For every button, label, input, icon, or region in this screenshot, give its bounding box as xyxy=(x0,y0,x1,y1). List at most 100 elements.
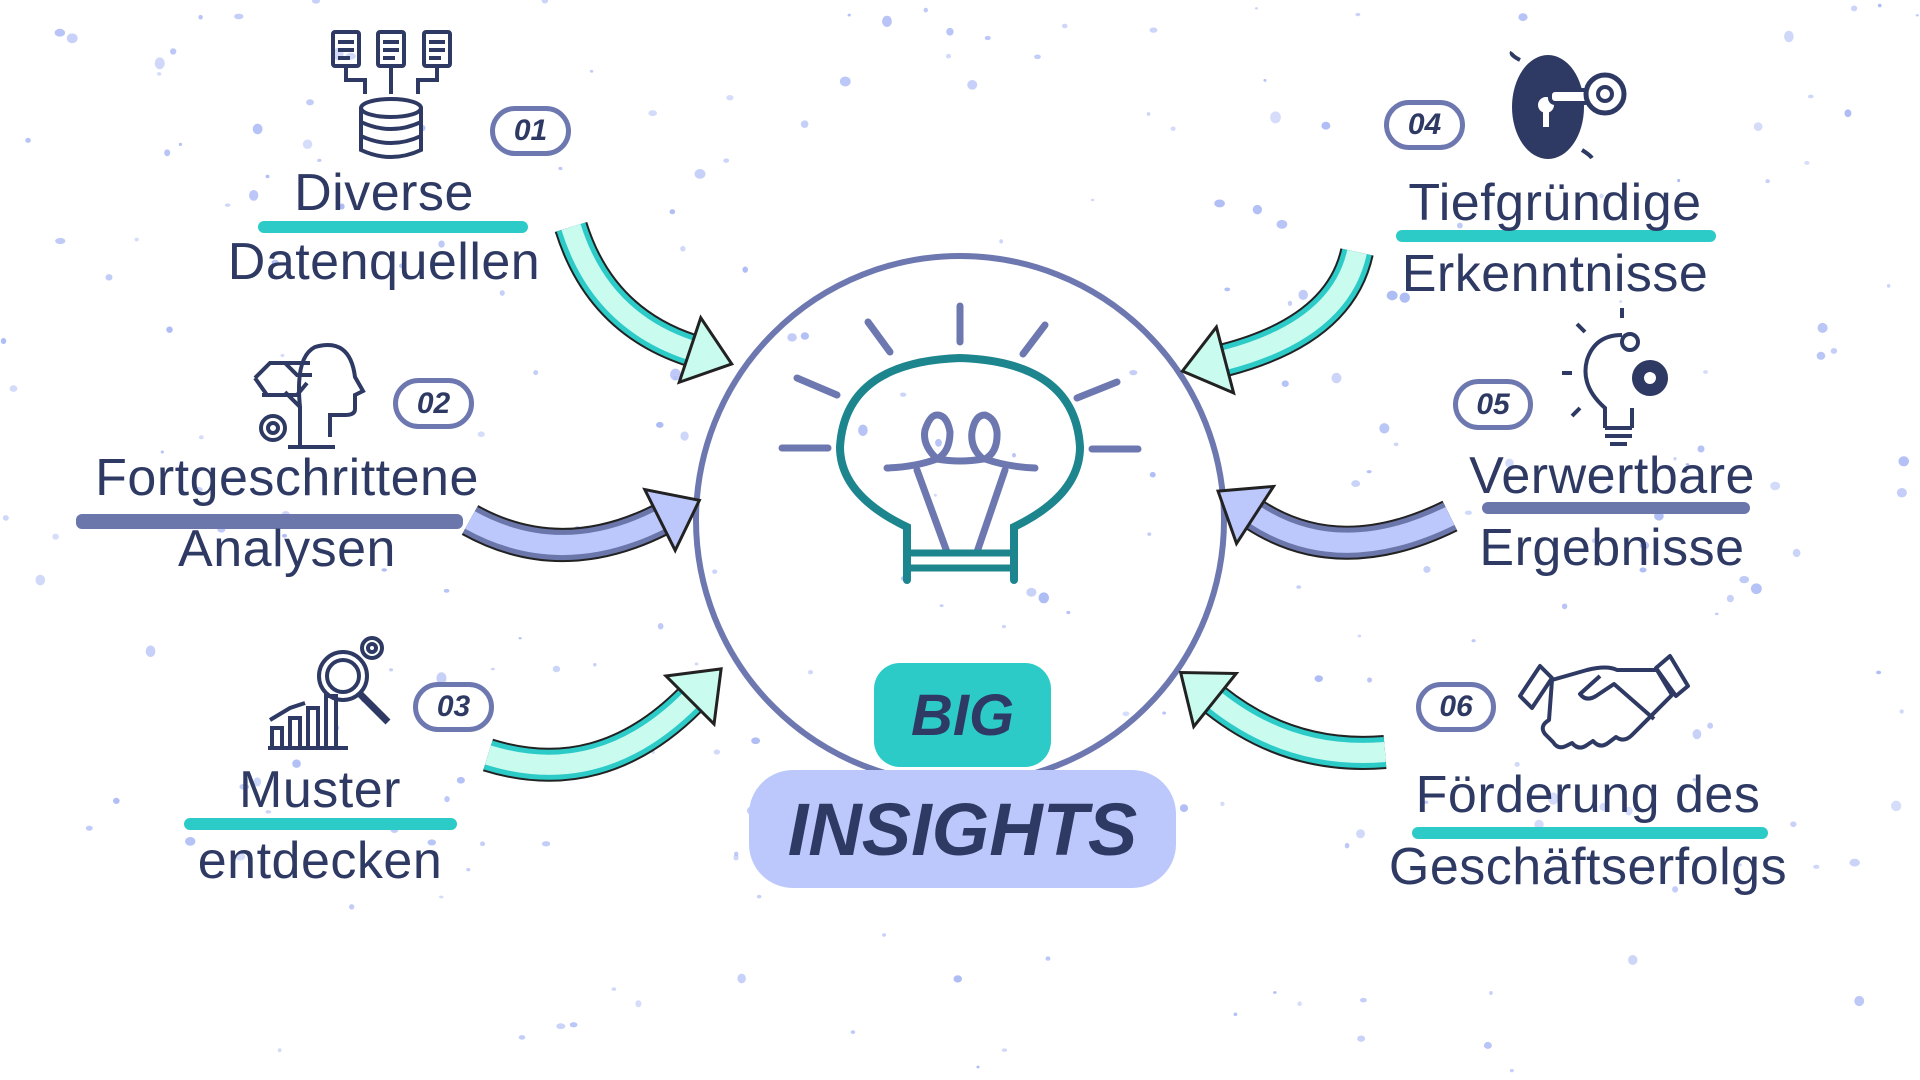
speckle-dot xyxy=(1356,829,1365,839)
speckle-dot xyxy=(398,263,406,269)
speckle-dot xyxy=(436,672,447,685)
speckle-dot xyxy=(35,574,46,586)
speckle-dot xyxy=(1518,13,1528,22)
speckle-dot xyxy=(1876,670,1882,675)
speckle-dot xyxy=(1357,1035,1366,1042)
speckle-dot xyxy=(349,904,355,910)
speckle-dot xyxy=(1351,480,1361,488)
speckle-dot xyxy=(1896,488,1907,498)
speckle-dot xyxy=(1321,121,1331,130)
item-01-subtitle: Datenquellen xyxy=(227,233,541,291)
item-06-title: Förderung des xyxy=(1415,766,1761,824)
speckle-dot xyxy=(317,158,322,163)
speckle-dot xyxy=(1001,624,1006,629)
speckle-dot xyxy=(1692,778,1696,781)
speckle-dot xyxy=(787,333,797,342)
speckle-dot xyxy=(66,33,78,44)
speckle-dot xyxy=(1526,792,1530,797)
item-02-title: Fortgeschrittene xyxy=(95,449,479,507)
speckle-dot xyxy=(1489,991,1493,995)
speckle-dot xyxy=(1753,122,1763,131)
speckle-dot xyxy=(800,120,809,128)
speckle-dot xyxy=(1830,348,1838,354)
speckle-dot xyxy=(1697,445,1705,453)
speckle-dot xyxy=(1297,1001,1302,1007)
speckle-dot xyxy=(1366,470,1372,474)
speckle-dot xyxy=(1599,802,1608,812)
speckle-dot xyxy=(1147,532,1152,536)
speckle-dot xyxy=(1726,594,1734,603)
speckle-dot xyxy=(1673,457,1677,461)
arrow-head xyxy=(1180,323,1236,396)
highlight-underline xyxy=(1482,502,1750,514)
speckle-dot xyxy=(145,645,156,657)
speckle-dot xyxy=(1122,711,1130,717)
speckle-dot xyxy=(839,76,851,87)
speckle-dot xyxy=(312,0,320,4)
speckle-dot xyxy=(680,431,689,441)
speckle-dot xyxy=(444,796,450,803)
big-text: BIG xyxy=(910,682,1015,748)
speckle-dot xyxy=(1770,481,1781,491)
speckle-dot xyxy=(1162,711,1167,715)
speckle-dot xyxy=(1034,54,1041,60)
speckle-dot xyxy=(1483,1041,1492,1049)
speckle-dot xyxy=(1899,709,1904,714)
speckle-dot xyxy=(154,57,165,70)
speckle-dot xyxy=(1298,289,1308,301)
speckle-dot xyxy=(1844,109,1852,118)
speckle-dot xyxy=(552,665,561,673)
speckle-dot xyxy=(1146,112,1151,116)
speckle-dot xyxy=(178,142,182,147)
speckle-dot xyxy=(85,825,93,831)
speckle-dot xyxy=(1287,300,1293,306)
item-05-subtitle: Ergebnisse xyxy=(1479,519,1745,577)
speckle-dot xyxy=(1816,351,1826,360)
speckle-dot xyxy=(1850,5,1858,12)
speckle-dot xyxy=(198,14,203,20)
speckle-dot xyxy=(976,1065,980,1069)
item-04-title: Tiefgründige xyxy=(1408,174,1702,232)
speckle-dot xyxy=(193,486,203,493)
speckle-dot xyxy=(1314,675,1323,683)
speckle-dot xyxy=(1399,292,1410,303)
speckle-dot xyxy=(1090,198,1095,202)
speckle-dot xyxy=(235,852,246,861)
speckle-dot xyxy=(1591,538,1596,543)
speckle-dot xyxy=(945,53,952,59)
speckle-dot xyxy=(443,588,450,593)
speckle-dot xyxy=(1714,612,1719,616)
speckle-dot xyxy=(1129,370,1138,376)
step-badge-05: 05 xyxy=(1453,379,1533,430)
speckle-dot xyxy=(712,569,718,574)
speckle-dot xyxy=(224,203,231,207)
speckle-dot xyxy=(669,209,676,215)
speckle-dot xyxy=(1672,886,1679,893)
item-03-subtitle: entdecken xyxy=(197,832,443,890)
speckle-dot xyxy=(2,515,9,521)
speckle-dot xyxy=(1639,541,1650,550)
highlight-underline xyxy=(76,514,463,529)
step-badge-01: 01 xyxy=(490,106,571,156)
speckle-dot xyxy=(694,662,699,666)
speckle-dot xyxy=(1379,423,1390,434)
speckle-dot xyxy=(1804,160,1810,165)
speckle-dot xyxy=(1750,583,1762,595)
speckle-dot xyxy=(593,663,597,667)
speckle-dot xyxy=(1254,7,1259,10)
speckle-dot xyxy=(648,110,657,117)
speckle-dot xyxy=(1514,761,1520,767)
speckle-dot xyxy=(933,493,937,497)
arrow-head xyxy=(1178,670,1240,730)
speckle-dot xyxy=(277,1048,282,1053)
speckle-dot xyxy=(1606,484,1614,490)
speckle-dot xyxy=(1331,372,1342,384)
speckle-dot xyxy=(339,203,345,210)
speckle-dot xyxy=(713,749,721,755)
speckle-dot xyxy=(656,421,664,428)
speckle-dot xyxy=(1355,12,1361,17)
item-05-title: Verwertbare xyxy=(1469,447,1755,505)
speckle-dot xyxy=(1625,806,1633,816)
speckle-dot xyxy=(25,137,31,143)
speckle-dot xyxy=(1367,677,1372,683)
